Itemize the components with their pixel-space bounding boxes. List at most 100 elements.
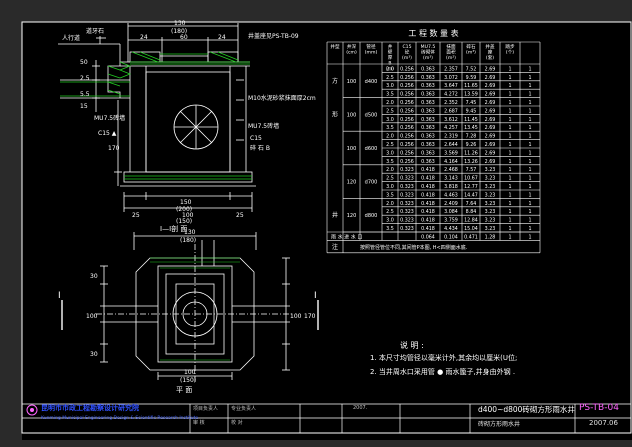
plan-view xyxy=(61,232,319,384)
table-cell: 3.818 xyxy=(444,184,458,190)
table-cell: 3.23 xyxy=(485,209,496,215)
table-pipe-cell: d400 xyxy=(365,79,378,85)
table-depth-cell: 100 xyxy=(347,79,357,85)
table-cell: 15.04 xyxy=(464,226,478,232)
table-header-cell: 砖砌体 xyxy=(421,49,435,56)
table-header-cell: (m) xyxy=(386,66,394,72)
c15-left-label: C15 ▲ xyxy=(98,130,117,137)
table-cell: 2.5 xyxy=(386,176,394,182)
table-cell: 9.45 xyxy=(466,108,477,114)
table-cell: 0.363 xyxy=(421,75,435,81)
table-header-cell: MU7.5 xyxy=(421,44,436,50)
table-cell: 2.0 xyxy=(386,134,394,140)
table-cell: 7.64 xyxy=(466,201,477,207)
table-cell: 1 xyxy=(528,75,531,81)
table-header-cell: 抹面 xyxy=(446,43,456,50)
table-cell: 0.256 xyxy=(400,108,414,114)
table-cell: 0.256 xyxy=(400,159,414,165)
plan-title: 平 面 xyxy=(176,386,192,394)
table-cell: 0.418 xyxy=(421,184,435,190)
plan-dim-right-170: 170 xyxy=(304,313,316,320)
quantity-table: 工 程 数 量 表井型井深(cm)管径(mm)井壁厚B(m)C15砼(m³)MU… xyxy=(326,28,541,254)
table-cell: 1 xyxy=(528,159,531,165)
notes-title: 说 明 : xyxy=(400,340,424,350)
section-view xyxy=(58,23,256,212)
table-cell: 1 xyxy=(528,125,531,131)
table-pipe-cell: d700 xyxy=(365,180,378,186)
table-cell: 0.256 xyxy=(400,125,414,131)
section-dim-bottom-part-3: 25 xyxy=(236,212,244,219)
table-cell: 1 xyxy=(528,201,531,207)
table-cell: 1 xyxy=(528,218,531,224)
section-title: Ⅰ—Ⅰ剖 面 xyxy=(160,224,187,233)
table-cell: 1 xyxy=(508,218,511,224)
table-cell: 2.5 xyxy=(386,209,394,215)
table-header-cell: 厚 xyxy=(388,55,393,61)
table-cell: 3.612 xyxy=(444,117,458,123)
mu75-top-label: MU7.5砖墙 xyxy=(94,114,125,122)
table-cell: 2.687 xyxy=(444,108,458,114)
table-header-cell: 井 xyxy=(388,43,393,50)
plan-dim-bottom-sub: (150) xyxy=(180,377,196,384)
table-pipe-cell: d800 xyxy=(365,213,378,219)
plan-dim-left-2: 100 xyxy=(86,313,98,320)
table-pipe-cell: d500 xyxy=(365,112,378,118)
section-mark-right: Ⅰ xyxy=(314,291,317,301)
table-header-cell: (m³) xyxy=(423,55,433,61)
table-cell: 0.363 xyxy=(421,125,435,131)
table-cell: 2.69 xyxy=(485,125,496,131)
title-block-frame xyxy=(22,403,631,433)
table-cell: 1 xyxy=(508,66,511,72)
institute-logo xyxy=(26,404,38,416)
drawing-name: d400~d800砖砌方形雨水井 xyxy=(478,405,575,414)
section-dim-50: 50 xyxy=(80,59,88,66)
note-row-text: 按照管径管位不同,其间管P本图, H<四侧面水底. xyxy=(360,244,468,251)
table-header-cell: 管径 xyxy=(366,43,376,50)
table-cell: 2.69 xyxy=(485,150,496,156)
table-cell: 0.418 xyxy=(421,201,435,207)
road-label: 人行道 xyxy=(62,34,80,42)
table-cell: 1 xyxy=(528,209,531,215)
table-cell: 2.69 xyxy=(485,142,496,148)
table-header-cell: (m²) xyxy=(446,55,456,61)
inlet-row-cell: 1 xyxy=(508,234,511,240)
table-header-cell: 井深 xyxy=(347,43,357,50)
table-cell: 1 xyxy=(508,176,511,182)
table-cell: 3.0 xyxy=(386,83,394,89)
section-dim-bottom-part-2: 100 xyxy=(182,212,194,219)
table-cell: 3.23 xyxy=(485,184,496,190)
table-cell: 0.418 xyxy=(421,226,435,232)
table-cell: 8.84 xyxy=(466,209,477,215)
table-cell: 0.363 xyxy=(421,117,435,123)
table-cell: 0.323 xyxy=(400,167,414,173)
table-cell: 3.5 xyxy=(386,125,394,131)
table-cell: 9.26 xyxy=(466,142,477,148)
m10-label: M10水泥砂浆抹面厚2cm xyxy=(248,94,316,102)
table-type-cell: 井 xyxy=(332,211,338,219)
table-cell: 0.256 xyxy=(400,75,414,81)
mu75-wall-label: MU7.5砖墙 xyxy=(248,122,279,130)
table-cell: 1 xyxy=(528,83,531,89)
table-cell: 11.45 xyxy=(464,117,478,123)
table-cell: 1 xyxy=(528,117,531,123)
table-cell: 2.644 xyxy=(444,142,458,148)
table-cell: 1 xyxy=(508,209,511,215)
table-cell: 2.5 xyxy=(386,75,394,81)
table-cell: 1 xyxy=(508,226,511,232)
table-cell: 0.256 xyxy=(400,134,414,140)
section-dim-mid: 60 xyxy=(180,34,188,41)
table-cell: 1 xyxy=(528,108,531,114)
table-cell: 2.69 xyxy=(485,92,496,98)
table-cell: 1 xyxy=(508,142,511,148)
role-label-3: 专业负责人 xyxy=(231,406,257,412)
drawing-subtitle: 砖砌方形雨水井 xyxy=(478,421,521,428)
table-header-cell: (m³) xyxy=(402,55,412,61)
inlet-row-cell: 0.064 xyxy=(421,234,435,240)
curb-label: 道牙石 xyxy=(86,27,104,35)
table-cell: 3.647 xyxy=(444,83,458,89)
table-cell: 0.418 xyxy=(421,167,435,173)
table-cell: 3.0 xyxy=(386,117,394,123)
table-cell: 0.256 xyxy=(400,66,414,72)
table-cell: 3.0 xyxy=(386,218,394,224)
table-cell: 1 xyxy=(528,134,531,140)
